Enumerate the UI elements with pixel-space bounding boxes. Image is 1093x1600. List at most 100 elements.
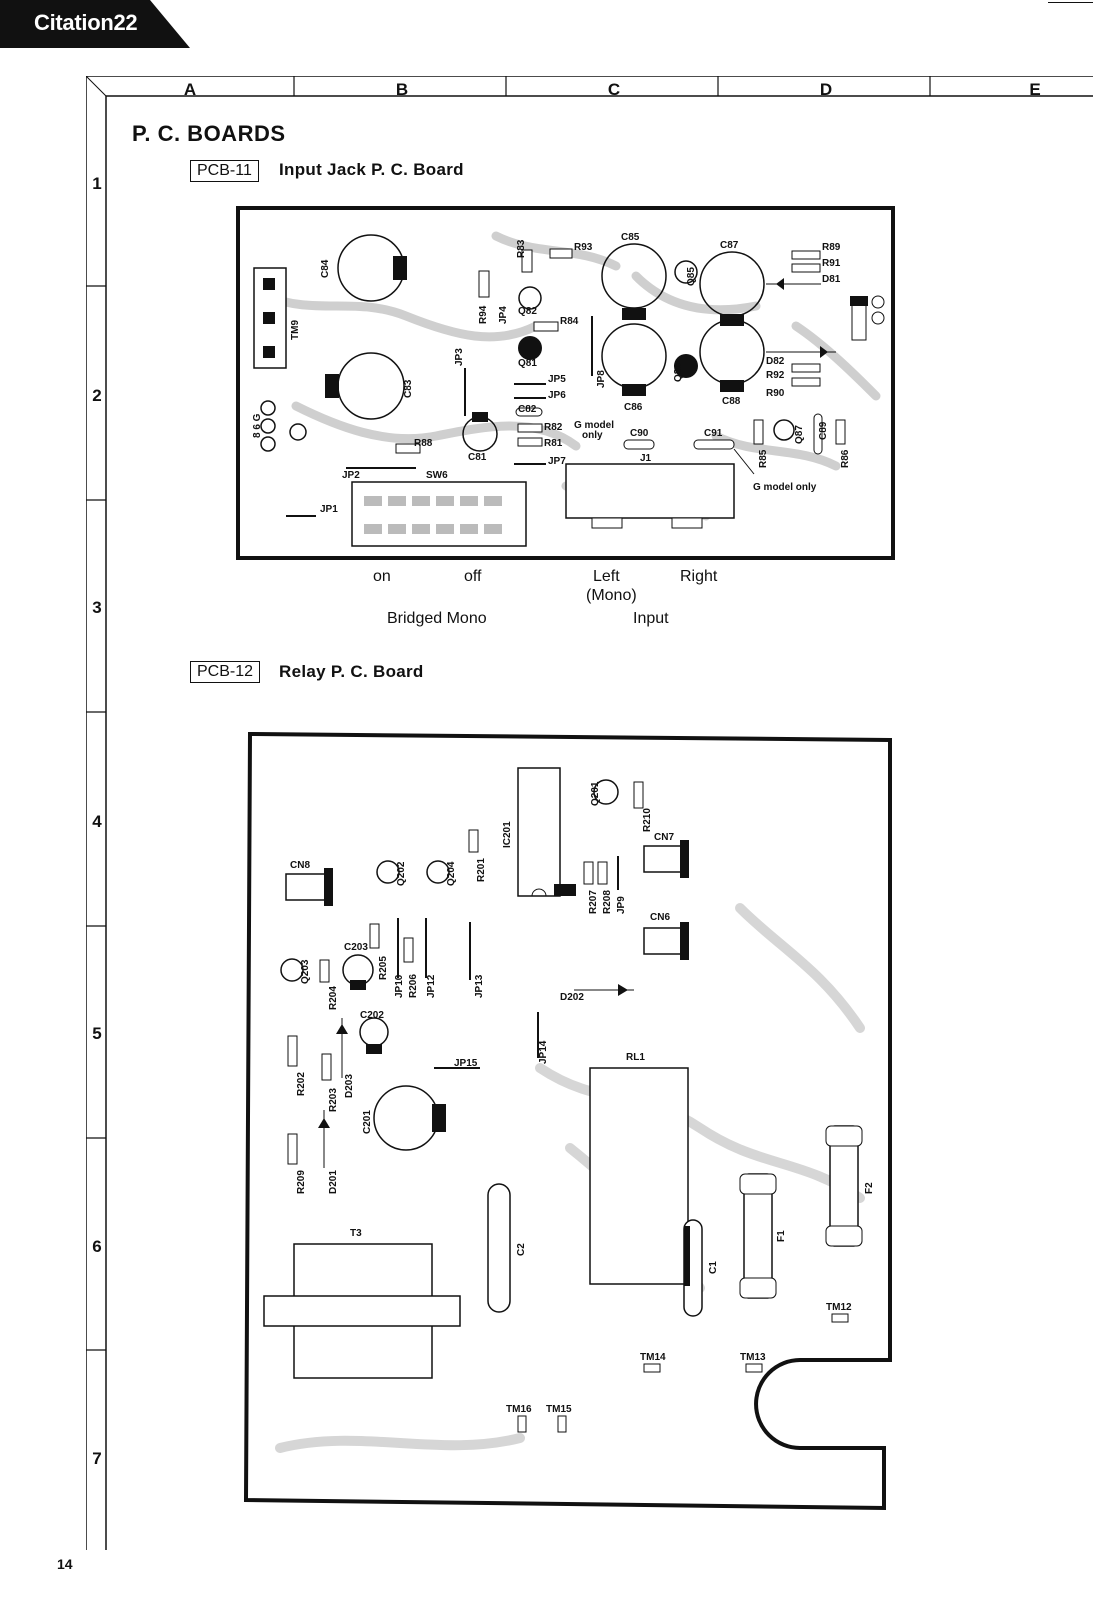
pcb11-label-c90: C90 [630, 428, 649, 439]
row-label-2: 2 [92, 386, 102, 405]
pcb12-title: Relay P. C. Board [279, 662, 424, 681]
pcb11-title: Input Jack P. C. Board [279, 160, 464, 179]
pcb12-label-jp10: JP10 [394, 974, 405, 998]
pcb12-label-cn8: CN8 [290, 860, 310, 871]
pcb12-label-q203: Q203 [300, 959, 311, 984]
pcb11-label-r88: R88 [414, 438, 433, 449]
pcb11-label-d81: D81 [822, 274, 841, 285]
pcb12-label-c201: C201 [362, 1110, 373, 1134]
pcb12-label-q201: Q201 [590, 781, 601, 806]
pcb12-label-tm16: TM16 [506, 1404, 532, 1415]
label-bridged-mono: Bridged Mono [387, 610, 487, 627]
pcb12-label-r210: R210 [642, 808, 653, 832]
pcb12-label-r205: R205 [378, 956, 389, 980]
pcb11-label-sw6: SW6 [426, 470, 448, 481]
pcb11-label-tm9: TM9 [290, 320, 301, 340]
pcb11-label-r81: R81 [544, 438, 563, 449]
pcb11-label-r82: R82 [544, 422, 563, 433]
pcb11-label-g-model-only: G model only [753, 482, 817, 493]
pcb12-label-cn7: CN7 [654, 832, 674, 843]
pcb11-label-c85: C85 [621, 232, 640, 243]
pcb11-label-j1: J1 [640, 453, 652, 464]
pcb11-label-jp1: JP1 [320, 504, 338, 515]
column-label-b: B [395, 80, 409, 99]
row-label-1: 1 [92, 174, 102, 193]
pcb12-label-ic201: IC201 [502, 821, 513, 848]
pcb11-label-q82: Q82 [518, 306, 537, 317]
pcb11-label-jp8: JP8 [596, 370, 607, 388]
pcb12-label-r203: R203 [328, 1088, 339, 1112]
column-label-c: C [607, 80, 621, 99]
pcb11-label-r84: R84 [560, 316, 579, 327]
section-title: P. C. BOARDS [132, 121, 286, 146]
pcb12-label-d203: D203 [344, 1074, 355, 1098]
row-label-6: 6 [92, 1237, 102, 1256]
pcb11-label-r83: R83 [516, 239, 527, 258]
label-mono: (Mono) [586, 587, 637, 604]
pcb11-label-r90: R90 [766, 388, 785, 399]
pcb11-label-r93: R93 [574, 242, 593, 253]
pcb11-label-jp2: JP2 [342, 470, 360, 481]
pcb12-label-tm13: TM13 [740, 1352, 766, 1363]
pcb12-label-r204: R204 [328, 986, 339, 1010]
pcb11-label-r85: R85 [758, 449, 769, 468]
pcb11-label-r89: R89 [822, 242, 841, 253]
badge-label: Citation22 [34, 10, 138, 35]
row-label-5: 5 [92, 1024, 102, 1043]
pcb12-drawing: IC201 Q201 R210 CN7 CN6 CN8 Q202 Q204 R2… [243, 731, 892, 1511]
pcb11-label-r91: R91 [822, 258, 841, 269]
pcb11-label-q86: Q86 [673, 363, 684, 382]
label-on: on [373, 568, 391, 585]
pcb11-label-r86: R86 [840, 449, 851, 468]
pcb12-label-q202: Q202 [396, 861, 407, 886]
pcb11-label-only: only [582, 430, 603, 441]
pcb11-tag: PCB-11 [190, 160, 259, 182]
pcb11-label-pins: 8 6 G [252, 413, 263, 438]
pcb12-label-jp9: JP9 [616, 896, 627, 914]
pcb12-label-jp14: JP14 [538, 1040, 549, 1064]
label-off: off [464, 568, 482, 585]
grid-lines [86, 76, 1093, 1550]
page-number: 14 [57, 1556, 73, 1572]
top-rule [1048, 2, 1093, 3]
pcb12-label-d202: D202 [560, 992, 584, 1003]
pcb11-label-g-model: G model [574, 420, 614, 431]
pcb11-label-jp3: JP3 [454, 348, 465, 366]
pcb12-label-cn6: CN6 [650, 912, 670, 923]
pcb12-label-r202: R202 [296, 1072, 307, 1096]
pcb12-label-q204: Q204 [446, 861, 457, 886]
pcb12-label-rl1: RL1 [626, 1052, 645, 1063]
row-label-7: 7 [92, 1449, 102, 1468]
pcb12-label-f1: F1 [776, 1230, 787, 1242]
badge-shape [0, 0, 190, 48]
label-right: Right [680, 568, 718, 585]
pcb12-label-c203: C203 [344, 942, 368, 953]
pcb12-label-c2: C2 [516, 1243, 527, 1256]
pcb11-label-c84: C84 [320, 259, 331, 278]
pcb11-label-jp6: JP6 [548, 390, 566, 401]
pcb12-label-r201: R201 [476, 858, 487, 882]
pcb11-label-r92: R92 [766, 370, 785, 381]
pcb12-label-jp13: JP13 [474, 974, 485, 998]
brand-badge: Citation22 [0, 0, 195, 50]
pcb12-board: IC201 Q201 R210 CN7 CN6 CN8 Q202 Q204 R2… [240, 728, 900, 1523]
pcb11-label-q81: Q81 [518, 358, 537, 369]
pcb11-label-r94: R94 [478, 305, 489, 324]
pcb11-drawing: C84 C83 TM9 8 6 G C85 C86 C87 C88 C81 C8… [236, 206, 895, 560]
pcb12-label-c202: C202 [360, 1010, 384, 1021]
pcb11-label-c91: C91 [704, 428, 723, 439]
pcb11-label-c89: C89 [818, 421, 829, 440]
pcb11-label-q87: Q87 [794, 425, 805, 444]
column-label-a: A [183, 80, 197, 99]
pcb11-label-c81: C81 [468, 452, 487, 463]
label-input: Input [633, 610, 669, 627]
pcb12-label-tm14: TM14 [640, 1352, 666, 1363]
grid-frame [86, 76, 1093, 1550]
pcb11-label-c86: C86 [624, 402, 643, 413]
pcb11-label-c87: C87 [720, 240, 739, 251]
row-label-4: 4 [92, 812, 102, 831]
pcb11-board: C84 C83 TM9 8 6 G C85 C86 C87 C88 C81 C8… [236, 206, 896, 567]
pcb12-label-r208: R208 [602, 890, 613, 914]
pcb12-label-t3: T3 [350, 1228, 362, 1239]
pcb11-label-jp5: JP5 [548, 374, 566, 385]
